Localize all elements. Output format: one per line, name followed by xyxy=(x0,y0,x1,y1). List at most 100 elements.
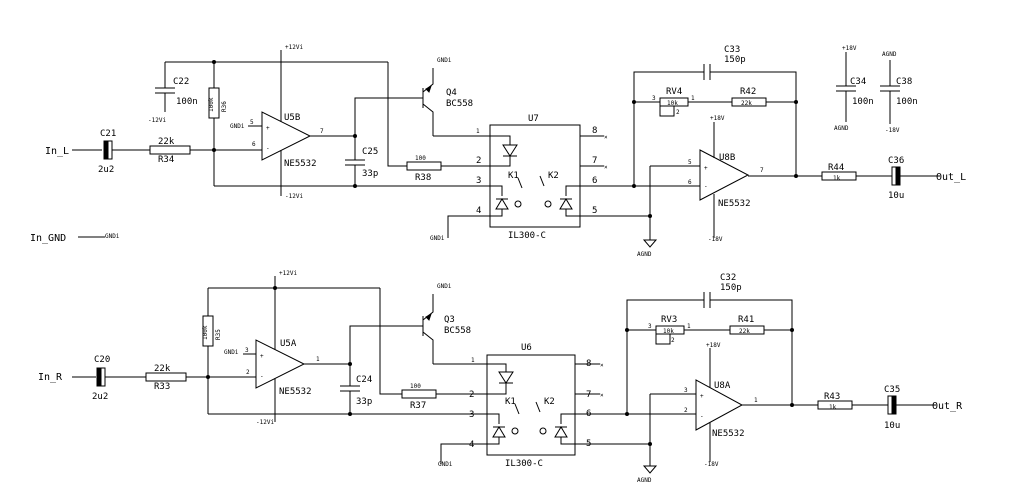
svg-text:C35: C35 xyxy=(884,385,900,395)
capacitor-c32: C32 150p xyxy=(703,273,742,308)
svg-text:AGND: AGND xyxy=(637,477,652,484)
svg-text:-18V: -18V xyxy=(885,127,900,134)
svg-text:R41: R41 xyxy=(738,315,754,325)
svg-text:-: - xyxy=(704,183,708,190)
svg-text:U6: U6 xyxy=(521,343,532,353)
svg-text:AGND: AGND xyxy=(637,251,652,258)
opamp-u5b: +12Vi -12Vi GNDi 5 6 + - U5B NE5532 7 xyxy=(230,44,324,200)
svg-text:+: + xyxy=(260,353,264,360)
svg-text:×: × xyxy=(600,362,604,369)
svg-text:1: 1 xyxy=(316,356,320,363)
svg-text:K2: K2 xyxy=(544,397,555,407)
svg-text:GNDi: GNDi xyxy=(437,283,452,290)
svg-text:C33: C33 xyxy=(724,45,740,55)
svg-text:R42: R42 xyxy=(740,87,756,97)
svg-text:33p: 33p xyxy=(356,397,372,407)
resistor-r38: 100 R38 xyxy=(406,155,442,183)
capacitor-c24: C24 33p xyxy=(340,364,372,414)
resistor-r42: R42 22k xyxy=(731,87,767,107)
svg-text:U5A: U5A xyxy=(280,339,297,349)
svg-text:GNDi: GNDi xyxy=(438,461,453,468)
svg-text:7: 7 xyxy=(760,167,764,174)
svg-text:2u2: 2u2 xyxy=(92,392,108,402)
svg-text:3: 3 xyxy=(469,410,474,420)
svg-text:8: 8 xyxy=(592,126,597,136)
input-label-l: In_L xyxy=(45,146,69,157)
resistor-r44: R44 1k xyxy=(821,163,857,182)
svg-text:GNDi: GNDi xyxy=(437,57,452,64)
svg-text:10u: 10u xyxy=(888,191,904,201)
svg-text:GNDi: GNDi xyxy=(105,233,120,240)
svg-text:GNDi: GNDi xyxy=(224,349,239,356)
svg-text:+12Vi: +12Vi xyxy=(279,270,297,277)
svg-text:C34: C34 xyxy=(850,77,866,87)
input-ground: In_GND GNDi xyxy=(30,233,120,244)
svg-text:RV4: RV4 xyxy=(666,87,682,97)
svg-text:K2: K2 xyxy=(548,171,559,181)
svg-text:-: - xyxy=(260,373,264,380)
svg-text:22k: 22k xyxy=(741,100,752,107)
svg-text:NE5532: NE5532 xyxy=(284,159,317,169)
output-label-l: Out_L xyxy=(936,172,966,183)
svg-text:3: 3 xyxy=(648,323,652,330)
svg-text:7: 7 xyxy=(320,128,324,135)
svg-text:150p: 150p xyxy=(724,55,746,65)
svg-text:6: 6 xyxy=(688,179,692,186)
svg-text:R36: R36 xyxy=(221,101,228,112)
potentiometer-rv3: RV3 10k 3 1 2 xyxy=(648,315,691,345)
capacitor-c35: C35 10u xyxy=(884,385,900,431)
svg-text:10k: 10k xyxy=(663,328,674,335)
svg-text:100: 100 xyxy=(415,155,426,162)
capacitor-c22: C22 100n -12Vi xyxy=(148,62,198,124)
capacitor-c36: C36 10u xyxy=(888,156,904,201)
opamp-u8a: +18V -18V 3 2 + - U8A NE5532 1 xyxy=(650,342,758,468)
svg-text:100: 100 xyxy=(410,383,421,390)
svg-text:3: 3 xyxy=(652,95,656,102)
svg-text:4: 4 xyxy=(476,206,481,216)
potentiometer-rv4: RV4 10k 3 1 2 xyxy=(652,87,695,117)
resistor-r34: 22k R34 xyxy=(149,137,191,165)
svg-text:R37: R37 xyxy=(410,401,426,411)
transistor-q4: GNDi Q4 BC558 xyxy=(415,57,473,136)
svg-text:3: 3 xyxy=(245,347,249,354)
resistor-r43: R43 1k xyxy=(817,392,853,411)
svg-text:1: 1 xyxy=(754,397,758,404)
svg-text:100k: 100k xyxy=(208,97,215,112)
svg-text:NE5532: NE5532 xyxy=(718,199,751,209)
svg-text:10k: 10k xyxy=(667,100,678,107)
svg-text:3: 3 xyxy=(476,176,481,186)
svg-text:×: × xyxy=(600,392,604,399)
svg-text:AGND: AGND xyxy=(834,125,849,132)
svg-text:U5B: U5B xyxy=(284,113,300,123)
svg-text:150p: 150p xyxy=(720,283,742,293)
svg-text:-: - xyxy=(700,413,704,420)
svg-text:C22: C22 xyxy=(173,77,189,87)
svg-text:5: 5 xyxy=(250,119,254,126)
svg-text:1: 1 xyxy=(691,95,695,102)
svg-text:4: 4 xyxy=(469,440,474,450)
svg-text:-12Vi: -12Vi xyxy=(285,193,303,200)
capacitor-c25: C25 33p xyxy=(345,136,378,186)
svg-text:2: 2 xyxy=(476,156,481,166)
optocoupler-u7: U7 IL300-C 1 2 3 4 5 6 7 8 K1 K2 xyxy=(476,114,597,241)
svg-text:2: 2 xyxy=(671,337,675,344)
svg-text:R33: R33 xyxy=(154,382,170,392)
input-label-r: In_R xyxy=(38,372,63,383)
svg-text:Q3: Q3 xyxy=(444,315,455,325)
svg-text:K1: K1 xyxy=(505,397,516,407)
svg-text:2: 2 xyxy=(469,390,474,400)
svg-text:+: + xyxy=(700,393,704,400)
svg-text:22k: 22k xyxy=(739,328,750,335)
svg-text:IL300-C: IL300-C xyxy=(508,231,546,241)
svg-text:GNDi: GNDi xyxy=(430,235,445,242)
svg-text:RV3: RV3 xyxy=(661,315,677,325)
svg-text:C21: C21 xyxy=(100,129,116,139)
svg-text:2: 2 xyxy=(676,109,680,116)
svg-text:C36: C36 xyxy=(888,156,904,166)
svg-text:+: + xyxy=(704,165,708,172)
svg-text:U8A: U8A xyxy=(714,381,731,391)
svg-text:1: 1 xyxy=(471,357,475,364)
svg-text:U8B: U8B xyxy=(719,153,735,163)
svg-text:×: × xyxy=(604,164,608,171)
